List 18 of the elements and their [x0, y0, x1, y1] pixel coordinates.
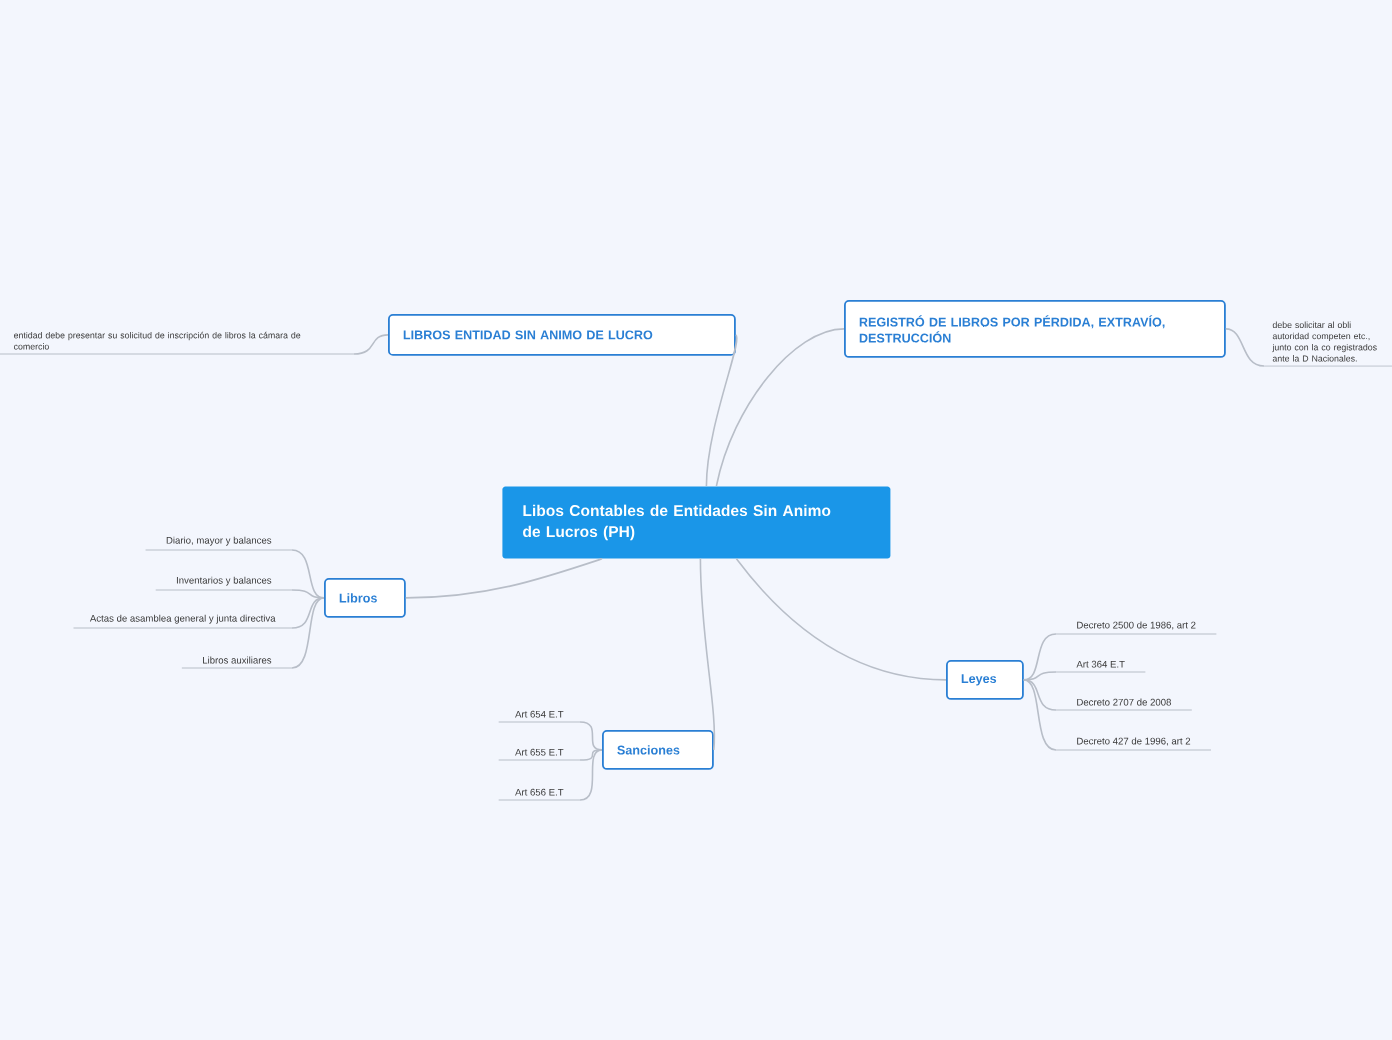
connector-line [715, 328, 845, 487]
connector-line [291, 589, 325, 599]
connector-line [579, 721, 603, 751]
connector-line [699, 558, 716, 751]
connector-line [291, 597, 325, 629]
connector-line [405, 558, 603, 599]
connector-line [1023, 679, 1057, 711]
connector-line [579, 749, 603, 761]
connector-line [735, 558, 947, 681]
connector-line [1023, 633, 1057, 681]
connector-line [579, 749, 603, 801]
connector-line [353, 334, 389, 355]
connector-line [705, 334, 738, 487]
connector-line [1023, 671, 1057, 681]
connector-line [291, 597, 325, 669]
connector-line [1023, 679, 1057, 751]
connector-line [291, 549, 325, 599]
connector-line [1225, 328, 1265, 367]
